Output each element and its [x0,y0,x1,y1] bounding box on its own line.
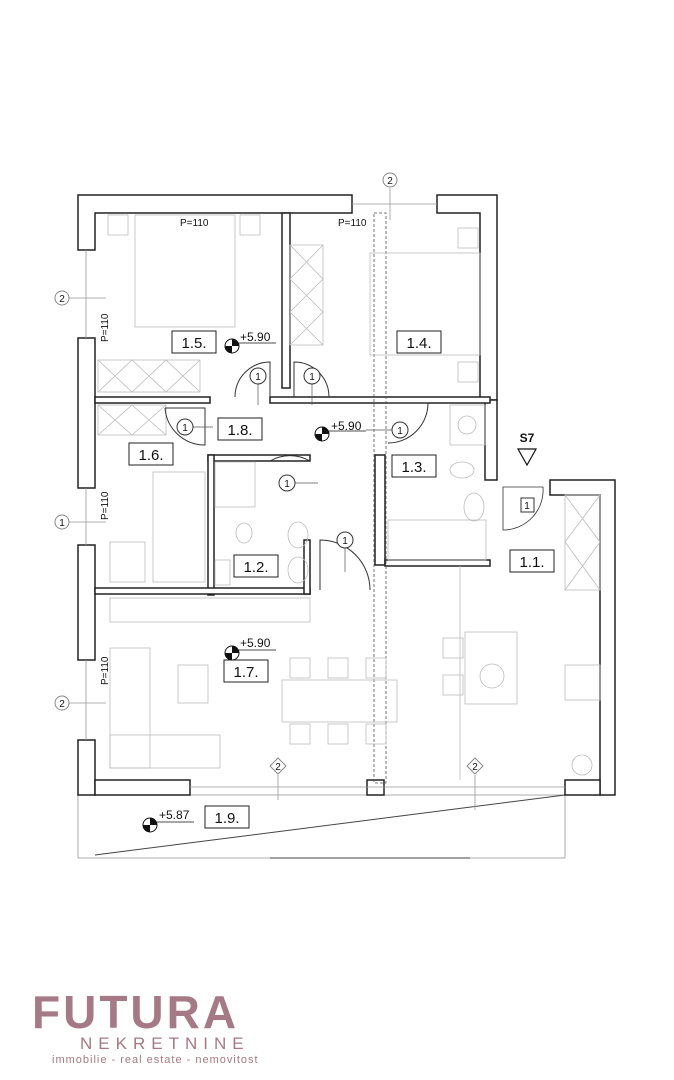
elevation-text: +5.87 [159,808,190,822]
logo-tagline: immobilie - real estate - nemovitost [52,1054,259,1066]
room-1-5: 1.5. [171,330,217,354]
furniture [97,214,601,780]
logo-subtitle: NEKRETNINE [80,1034,250,1053]
door-marker: 1 [366,421,409,439]
door-marker: 1 [249,367,267,405]
door-marker: 1 [336,531,354,572]
svg-text:1: 1 [524,501,530,512]
svg-text:1: 1 [397,426,403,437]
door-marker: 1 [520,497,535,513]
room-label: 1.4. [406,335,431,352]
room-label: 1.7. [233,664,258,681]
type-markers: 2 2 1 2 2 2 1 1 1 1 1 1 1 [54,172,535,810]
svg-text:2: 2 [387,176,393,187]
parapet-label: P=110 [100,313,111,342]
window-marker: 2 [54,695,106,711]
svg-text:2: 2 [59,699,65,710]
room-label: 1.9. [214,810,239,827]
parapet-label: P=110 [180,218,209,229]
svg-text:1: 1 [59,518,65,529]
window-marker: 2 [269,757,287,800]
svg-text:1: 1 [284,479,290,490]
room-label: 1.5. [181,335,206,352]
section-triangle-icon [516,448,538,467]
door-marker: 1 [278,474,318,492]
elevation-text: +5.90 [240,330,271,344]
window-marker: 2 [54,290,106,306]
room-labels: 1.5. 1.4. 1.8. 1.6. 1.3. 1.2. 1.1. 1.7. … [128,330,555,829]
svg-text:2: 2 [275,762,281,773]
room-label: 1.3. [401,459,426,476]
brand-logo: FUTURA NEKRETNINE immobilie - real estat… [20,986,260,1070]
elevation-text: +5.90 [240,636,271,650]
room-1-3: 1.3. [391,454,437,478]
room-1-4: 1.4. [396,330,442,354]
terrace [77,794,566,859]
section-label: S7 [520,431,535,445]
room-1-9: 1.9. [204,805,250,829]
svg-text:1: 1 [342,536,348,547]
level-icon [224,338,276,354]
room-1-7: 1.7. [223,659,269,683]
room-1-8: 1.8. [217,417,263,441]
window-marker: 2 [382,172,398,220]
svg-text:2: 2 [59,294,65,305]
room-1-6: 1.6. [128,442,174,466]
room-1-1: 1.1. [509,549,555,573]
door-marker: 1 [176,418,213,436]
interior-walls [94,212,491,784]
elevation-markers: +5.90 +5.90 +5.90 +5.87 [142,330,366,833]
logo-name: FUTURA [32,986,240,1038]
window-marker: 2 [466,757,484,810]
room-label: 1.8. [227,422,252,439]
room-label: 1.1. [519,554,544,571]
svg-text:1: 1 [255,372,261,383]
svg-text:2: 2 [472,762,478,773]
level-icon [314,426,366,442]
level-icon [142,817,194,833]
svg-text:1: 1 [309,372,315,383]
parapet-label: P=110 [100,491,111,520]
parapet-labels: P=110 P=110 P=110 P=110 P=110 [100,218,367,685]
elevation-text: +5.90 [331,419,362,433]
room-label: 1.2. [243,559,268,576]
svg-text:1: 1 [182,423,188,434]
room-label: 1.6. [138,447,163,464]
outer-walls [77,194,616,796]
section-marker-s7: S7 [516,431,538,467]
parapet-label: P=110 [100,656,111,685]
level-icon [224,645,276,661]
door-marker: 1 [303,367,321,405]
parapet-label: P=110 [338,218,367,229]
room-1-2: 1.2. [233,554,279,578]
window-marker: 1 [54,514,106,530]
